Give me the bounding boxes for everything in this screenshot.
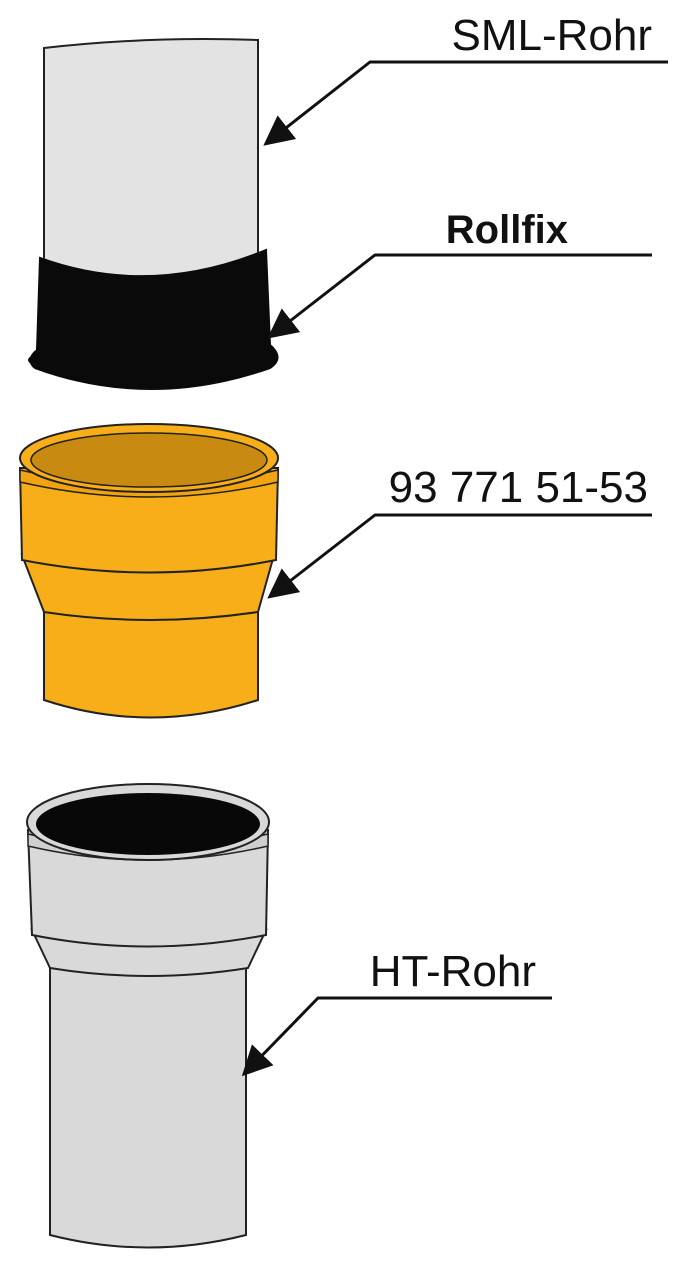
rollfix: [28, 248, 279, 390]
rollfix-lip: [28, 342, 276, 378]
leader-lines: [241, 60, 668, 1077]
adapter-lower-body: [43, 604, 259, 719]
leader-rollfix: [267, 253, 652, 339]
leader-adapter: [267, 513, 652, 599]
adapter-fitting: [18, 423, 280, 719]
label-rollfix: Rollfix: [446, 208, 568, 252]
ht-pipe-socket: [26, 829, 270, 948]
sml-pipe-body: [43, 38, 259, 279]
sml-pipe: [43, 38, 259, 279]
ht-pipe: [26, 783, 270, 1249]
label-adapter: 93 771 51-53: [389, 463, 648, 512]
leader-sml-pipe: [263, 60, 668, 146]
adapter-upper-body: [18, 467, 280, 574]
adapter-opening-inner: [30, 432, 268, 488]
leader-ht-pipe: [241, 996, 552, 1077]
label-sml-pipe: SML-Rohr: [452, 11, 653, 60]
label-ht-pipe: HT-Rohr: [370, 947, 536, 996]
ht-pipe-opening-inner: [36, 793, 260, 855]
ht-pipe-lower-body: [49, 959, 247, 1249]
